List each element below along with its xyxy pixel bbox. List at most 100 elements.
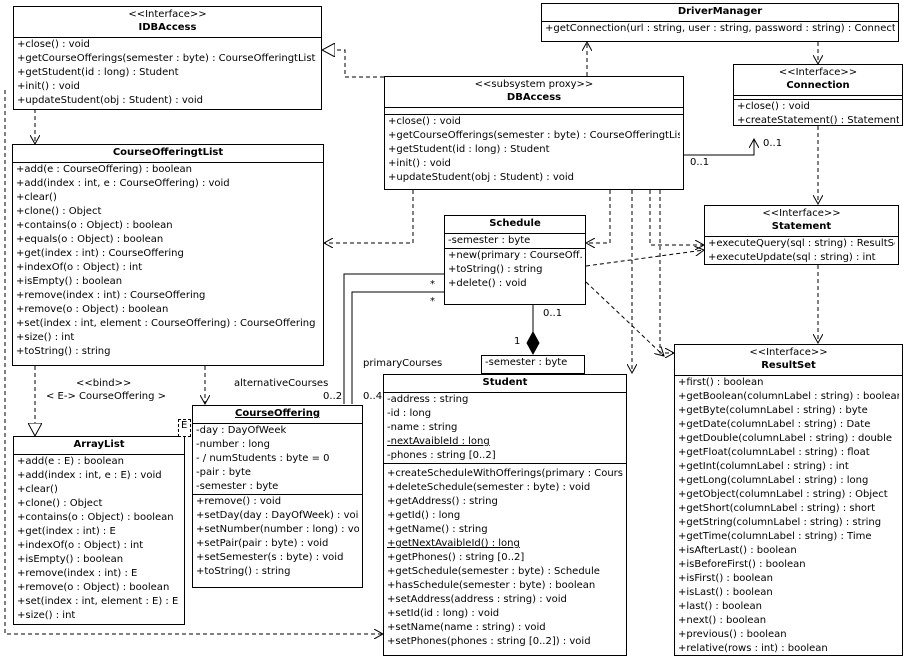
class-name: Student	[482, 377, 528, 388]
operation: +contains(o : Object) : boolean	[16, 220, 173, 231]
multiplicity-0-1-connection: 0..1	[763, 138, 783, 149]
operation: +getStudent(id : long) : Student	[388, 144, 550, 155]
operation: +first() : boolean	[678, 377, 764, 388]
operations: +first() : boolean+getBoolean(columnLabe…	[675, 376, 902, 656]
class-header: <<Interface>> IDBAccess	[14, 7, 321, 38]
operation: +getPhones() : string [0..2]	[387, 552, 525, 563]
attribute: -pair : byte	[196, 467, 252, 478]
operation: +getCourseOfferings(semester : byte) : C…	[388, 130, 680, 141]
class-header: <<Interface>> Connection	[734, 65, 902, 96]
operation: +next() : boolean	[678, 615, 767, 626]
operation: +isAfterLast() : boolean	[678, 545, 797, 556]
operation: +setAddress(address : string) : void	[387, 594, 567, 605]
composition-diamond	[526, 330, 540, 356]
class-schedule[interactable]: Schedule -semester : byte +new(primary :…	[444, 215, 586, 305]
operation: +getDouble(columnLabel : string) : doubl…	[678, 433, 893, 444]
stereotype: <<Interface>>	[778, 67, 858, 78]
role-primary-courses: primaryCourses	[363, 358, 443, 369]
multiplicity-0-1-schedule: 0..1	[543, 308, 563, 319]
class-connection[interactable]: <<Interface>> Connection +close() : void…	[733, 64, 903, 126]
operations: +executeQuery(sql : string) : ResultSet+…	[705, 237, 898, 265]
stereotype: <<Interface>>	[128, 9, 207, 20]
operation: +clone() : Object	[16, 206, 102, 217]
operation: +add(e : E) : boolean	[17, 456, 124, 467]
operation: +isEmpty() : boolean	[16, 276, 123, 287]
operation: +setPair(pair : byte) : void	[196, 538, 329, 549]
operation: +isEmpty() : boolean	[17, 554, 124, 565]
operation: +setId(id : long) : void	[387, 608, 500, 619]
operations: +createScheduleWithOfferings(primary : C…	[384, 464, 626, 649]
operation: +getByte(columnLabel : string) : byte	[678, 405, 868, 416]
operation: +getName() : string	[387, 524, 488, 535]
class-header: CourseOfferingtList	[13, 145, 323, 163]
operation: +add(e : CourseOffering) : boolean	[16, 164, 192, 175]
attribute: -phones : string [0..2]	[387, 450, 496, 461]
bind-stereotype-label: <<bind>>	[76, 378, 132, 389]
operations: +close() : void +getCourseOfferings(semes…	[385, 115, 683, 185]
operation: +setNumber(number : long) : void	[196, 524, 359, 535]
operation: +updateStudent(obj : Student) : void	[388, 172, 575, 183]
attribute: - / numStudents : byte = 0	[196, 453, 330, 464]
multiplicity-star-1: *	[430, 279, 435, 290]
operation: +delete() : void	[448, 278, 527, 289]
class-courseofferinglist[interactable]: CourseOfferingtList +add(e : CourseOffer…	[12, 144, 324, 366]
multiplicity-0-1-dbaccess: 0..1	[690, 157, 710, 168]
operations: +add(e : CourseOffering) : boolean+add(i…	[13, 163, 323, 359]
bind-arguments-label: < E-> CourseOffering >	[46, 391, 166, 402]
class-student[interactable]: Student -address : string-id : long-name…	[383, 374, 627, 656]
class-name: CourseOffering	[234, 408, 320, 419]
operation: +get(index : int) : CourseOffering	[16, 248, 184, 259]
operation: +getDate(columnLabel : string) : Date	[678, 419, 871, 430]
class-resultset[interactable]: <<Interface>> ResultSet +first() : boole…	[674, 344, 903, 656]
operation: +getStudent(id : long) : Student	[17, 67, 179, 78]
operation: +close() : void	[737, 101, 810, 112]
operation: +size() : int	[16, 332, 75, 343]
class-courseoffering[interactable]: CourseOffering -day : DayOfWeek-number :…	[192, 405, 363, 588]
operation: +remove(index : int) : E	[17, 568, 138, 579]
operation: +deleteSchedule(semester : byte) : void	[387, 482, 591, 493]
class-dbaccess[interactable]: <<subsystem proxy>> DBAccess +close() : …	[384, 76, 684, 190]
operation: +getLong(columnLabel : string) : long	[678, 475, 869, 486]
operation: +getSchedule(semester : byte) : Schedule	[387, 566, 600, 577]
attributes: -address : string-id : long-name : strin…	[384, 393, 626, 464]
attribute: -name : string	[387, 422, 458, 433]
operation: +indexOf(o : Object) : int	[17, 540, 144, 551]
operation: +getInt(columnLabel : string) : int	[678, 461, 849, 472]
operation: +close() : void	[17, 39, 90, 50]
operation: +toString() : string	[448, 264, 543, 275]
operation: +init() : void	[388, 158, 451, 169]
operation: +isBeforeFirst() : boolean	[678, 559, 806, 570]
multiplicity-0-2: 0..2	[323, 391, 343, 402]
operation: +getId() : long	[387, 510, 461, 521]
dependency-schedule-resultset	[585, 281, 664, 356]
attribute: -semester : byte	[448, 235, 531, 246]
operation: +clear()	[16, 192, 57, 203]
qualifier-semester: -semester : byte	[481, 355, 585, 374]
stereotype: <<Interface>>	[762, 208, 841, 219]
dependency-dbaccess-statement	[649, 190, 704, 245]
class-statement[interactable]: <<Interface>> Statement +executeQuery(sq…	[704, 205, 899, 265]
attributes-empty	[385, 108, 683, 115]
association-dbaccess-connection	[684, 139, 754, 156]
operation: +setDay(day : DayOfWeek) : void	[196, 510, 359, 521]
operation: +setName(name : string) : void	[387, 622, 546, 633]
attribute: -semester : byte	[196, 481, 279, 492]
class-drivermanager[interactable]: DriverManager +getConnection(url : strin…	[541, 3, 899, 42]
class-name: Schedule	[489, 218, 541, 229]
class-idbaccess[interactable]: <<Interface>> IDBAccess +close() : void+…	[13, 6, 322, 110]
operation: +clone() : Object	[17, 498, 103, 509]
attributes: -semester : byte	[445, 234, 585, 249]
multiplicity-star-2: *	[430, 296, 435, 307]
operations: +close() : void+getCourseOfferings(semes…	[14, 38, 321, 108]
operation: +createStatement() : Statement	[737, 115, 899, 126]
operation: +add(index : int, e : E) : void	[17, 470, 162, 481]
operation: +new(primary : CourseOff...	[448, 250, 582, 261]
operation: +executeUpdate(sql : string) : int	[708, 252, 876, 263]
operation: +set(index : int, element : CourseOfferi…	[16, 318, 316, 329]
operations: +new(primary : CourseOff... +toString() :…	[445, 249, 585, 291]
operation: +close() : void	[388, 116, 461, 127]
operation: +init() : void	[17, 81, 80, 92]
class-arraylist[interactable]: ArrayList +add(e : E) : boolean+add(inde…	[13, 436, 185, 625]
qualifier-text: -semester : byte	[485, 357, 568, 368]
